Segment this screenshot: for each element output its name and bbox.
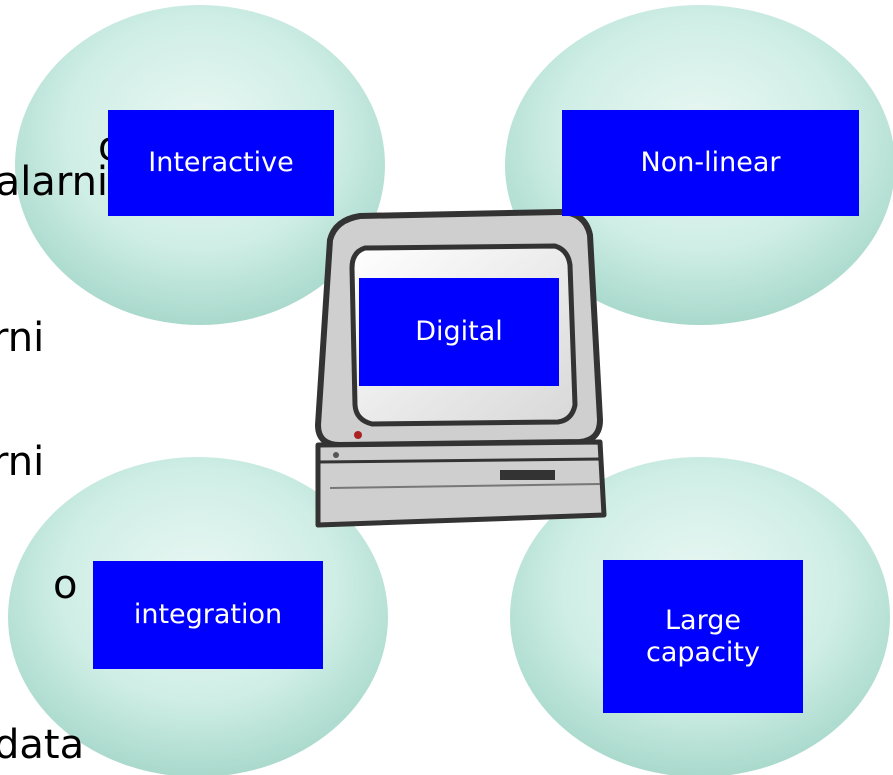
background-text-line4: rni [0, 439, 45, 485]
node-label-interactive: Interactive [108, 110, 334, 216]
node-label-capacity: Large capacity [603, 560, 803, 713]
background-text-line3: rni [0, 315, 45, 361]
node-label-integration: integration [93, 561, 323, 669]
node-label-nonlinear: Non-linear [562, 110, 859, 216]
center-label-digital: Digital [359, 278, 559, 386]
background-text-line6: data [0, 722, 85, 768]
background-text-line5: o [53, 562, 78, 608]
background-text-line2: talarni [0, 159, 109, 205]
